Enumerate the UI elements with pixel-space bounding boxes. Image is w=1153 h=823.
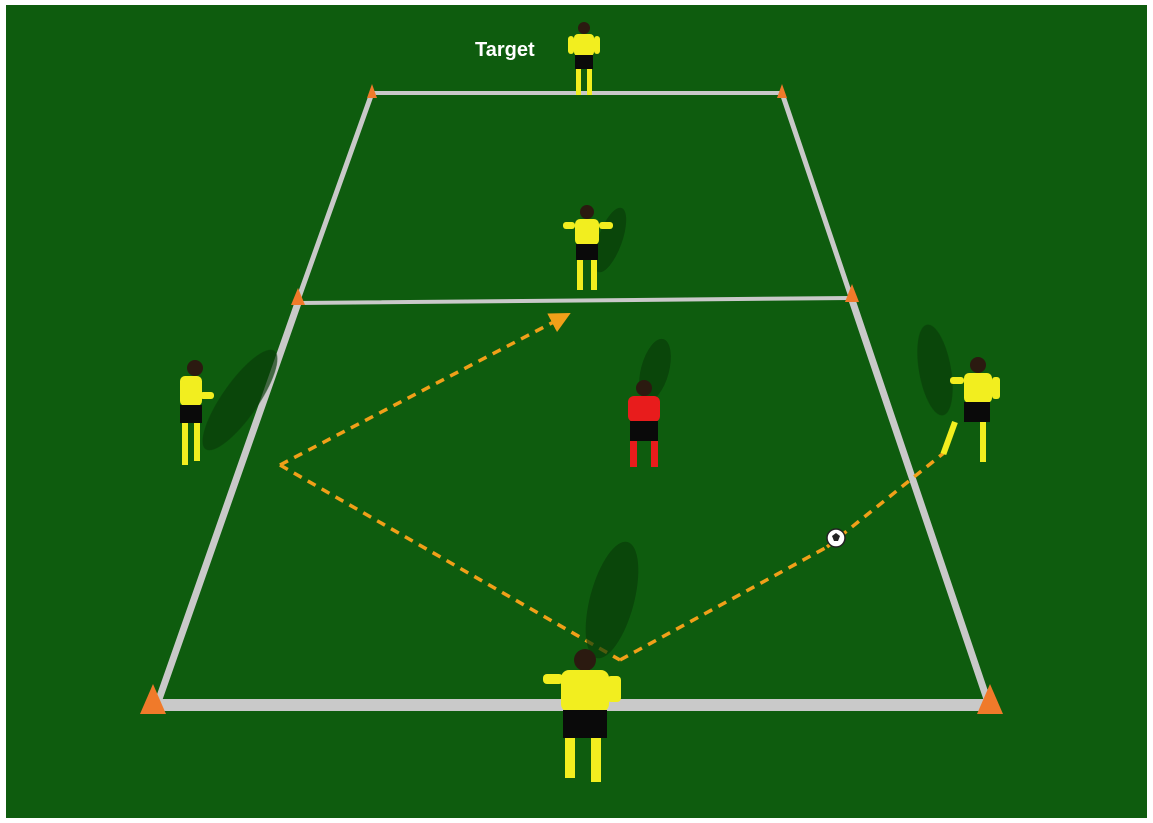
cone-bottom-left (140, 684, 166, 714)
soccer-ball (826, 528, 846, 548)
pass-arrow-left-to-middle (279, 313, 571, 467)
player-shorts (630, 421, 658, 441)
player-shirt (180, 376, 202, 406)
ball-patch (832, 533, 840, 541)
player-shirt (574, 34, 594, 56)
player-shorts (575, 55, 593, 69)
player-arm-left (950, 377, 964, 384)
player-leg-left (630, 441, 637, 467)
cone-mid-right (845, 284, 859, 302)
player-arm-right (599, 222, 613, 229)
player-shirt (575, 219, 599, 245)
player-shorts (180, 405, 202, 423)
cone-top-left (367, 84, 377, 98)
shadow-left-wide (202, 349, 278, 451)
player-head (580, 205, 594, 219)
player-leg-right (980, 422, 986, 462)
player-defender (628, 380, 660, 467)
player-leg-left (940, 420, 958, 455)
player-arm-left (543, 674, 563, 684)
player-leg-left (565, 738, 575, 778)
player-middle-channel (563, 205, 613, 290)
player-shirt (964, 373, 992, 403)
player-left-wide (180, 360, 214, 465)
player-leg-right (194, 423, 200, 461)
cone-top-right (777, 84, 787, 98)
target-label: Target (475, 39, 535, 61)
player-leg-right (651, 441, 658, 467)
player-shirt (561, 670, 609, 712)
left-upper-sideline (295, 90, 375, 303)
player-arm-left (563, 222, 575, 229)
player-shorts (576, 244, 598, 260)
player-target (568, 22, 600, 95)
player-shorts (964, 402, 990, 422)
cone-mid-left (291, 288, 305, 305)
player-arm-right (594, 36, 600, 54)
player-leg-right (591, 260, 597, 290)
pass-arrows (279, 313, 947, 662)
player-right-wide (940, 357, 1000, 462)
player-arm-right (992, 377, 1000, 399)
player-leg-right (587, 69, 592, 95)
middle-line (296, 296, 854, 305)
player-leg-left (182, 423, 188, 465)
shadow-right-wide (917, 324, 953, 416)
shadow-middle (593, 207, 627, 273)
player-arm-left (568, 36, 574, 54)
right-upper-sideline (779, 90, 855, 303)
player-head (970, 357, 986, 373)
player-leg-left (576, 69, 581, 95)
player-arm-right (200, 392, 214, 399)
player-arm-right (607, 676, 621, 702)
cone-bottom-right (977, 684, 1003, 714)
player-shorts (563, 710, 607, 738)
shadow-bottom (585, 541, 639, 659)
player-leg-right (591, 738, 601, 782)
cones (140, 84, 1003, 714)
player-bottom-server (543, 649, 621, 782)
player-head (578, 22, 590, 34)
pass-arrow-bottom-to-right (619, 545, 828, 662)
player-head (636, 380, 652, 396)
player-head (574, 649, 596, 671)
right-lower-sideline (848, 296, 992, 706)
pass-arrow-left-to-bottom (279, 463, 621, 662)
player-leg-left (577, 260, 583, 290)
player-head (187, 360, 203, 376)
player-shirt (628, 396, 660, 422)
